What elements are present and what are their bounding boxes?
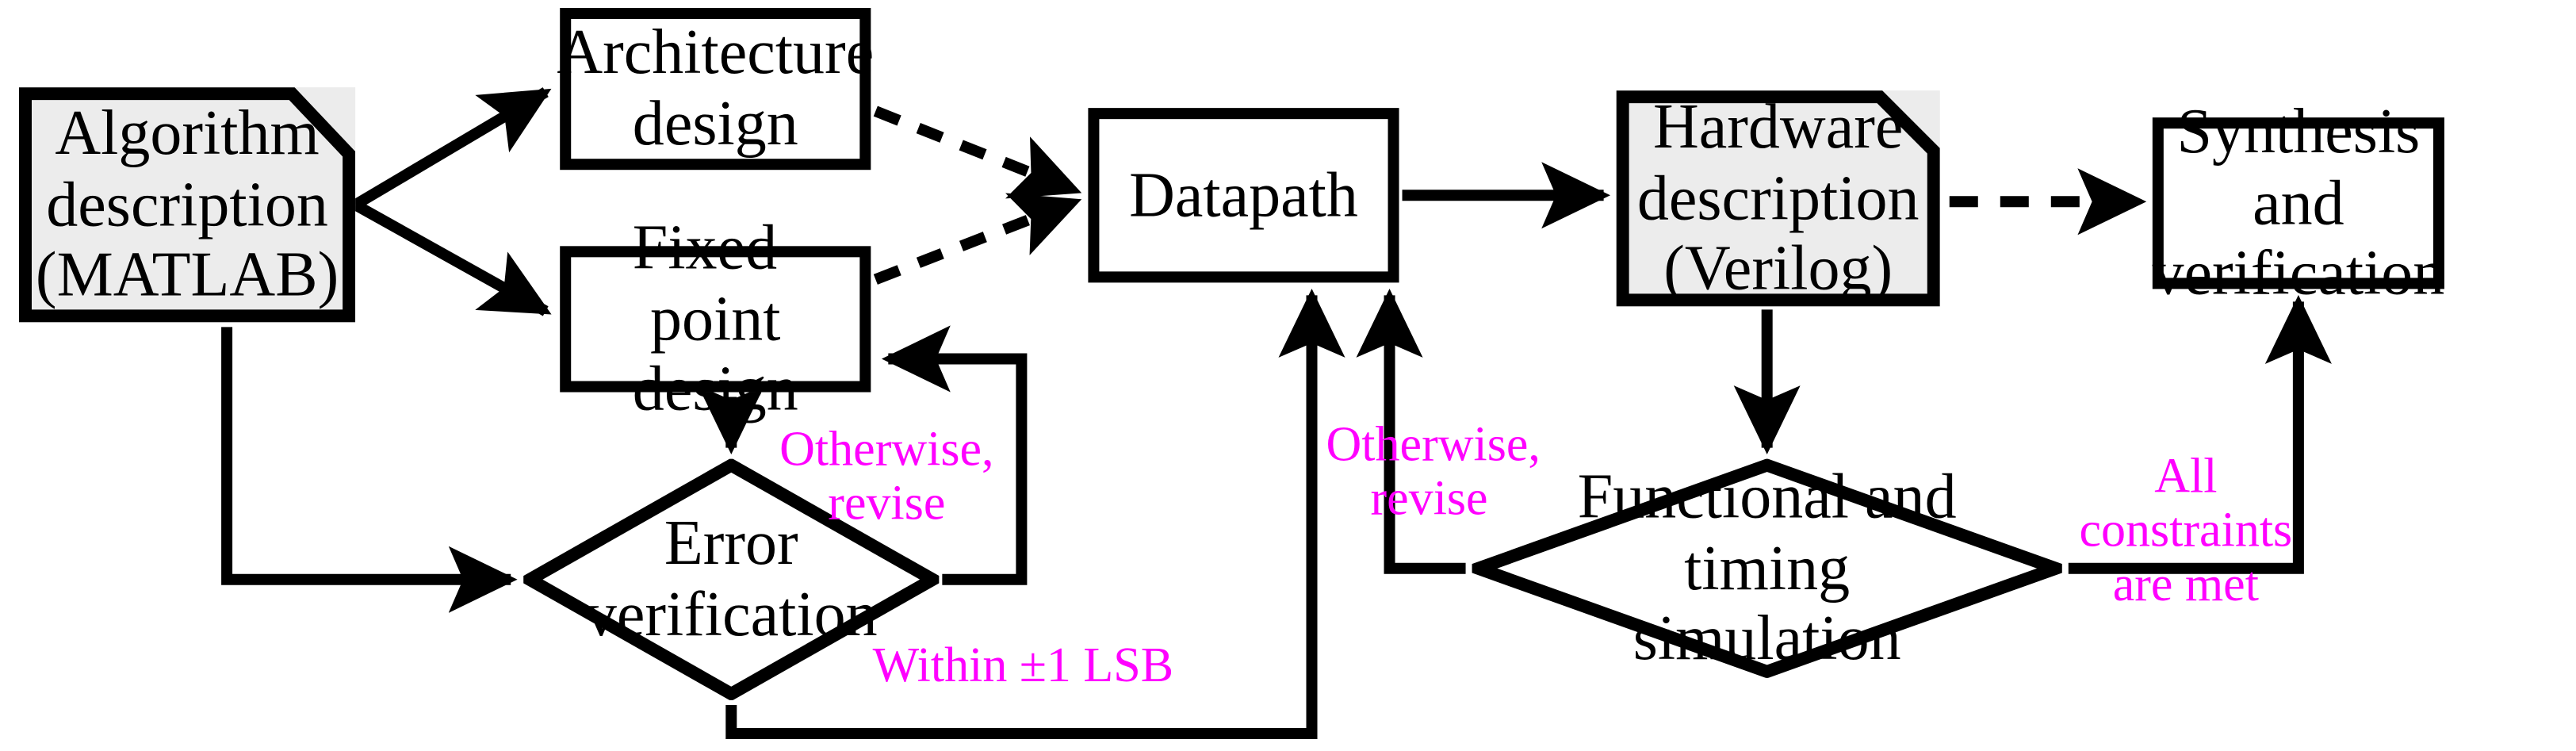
edge-algorithm-to-errorverif bbox=[221, 327, 518, 613]
node-synthesis-verification-label: Synthesis and verification bbox=[2152, 94, 2445, 309]
edge-label-otherwise-revise-1: Otherwise, revise bbox=[779, 420, 994, 531]
node-architecture-design-label: Architecture design bbox=[557, 16, 875, 159]
node-fixed-point-design[interactable]: Fixed-point design bbox=[560, 211, 871, 424]
edge-label-all-constraints-are-met: All constraints are met bbox=[2079, 447, 2293, 612]
edge-label-otherwise-revise-2: Otherwise, revise bbox=[1326, 416, 1541, 526]
node-error-verification-label: Error verification bbox=[584, 507, 878, 649]
document-shape bbox=[1616, 90, 1940, 307]
edge-errorverif-to-datapath bbox=[725, 288, 1345, 739]
edge-algorithm-to-architecture bbox=[352, 87, 552, 210]
edge-funcsim-to-datapath bbox=[1356, 288, 1466, 574]
node-synthesis-verification[interactable]: Synthesis and verification bbox=[2152, 95, 2444, 308]
edge-architecture-to-datapath bbox=[873, 105, 1082, 199]
diamond-shape bbox=[1472, 458, 2062, 678]
edge-label-within-1-lsb: Within ±1 LSB bbox=[872, 636, 1174, 692]
edge-funcsim-to-synthesis bbox=[2068, 294, 2332, 574]
node-fixed-point-design-label: Fixed-point design bbox=[632, 210, 798, 425]
node-functional-timing-simulation-label: Functional and timing simulation bbox=[1577, 460, 1957, 674]
node-datapath-label: Datapath bbox=[1129, 158, 1358, 230]
node-datapath[interactable]: Datapath bbox=[1088, 108, 1399, 283]
node-functional-timing-simulation[interactable]: Functional and timing simulation bbox=[1472, 458, 2062, 678]
edge-fixedpoint-to-datapath bbox=[873, 193, 1082, 285]
node-algorithm-description-label: Algorithm description (MATLAB) bbox=[35, 96, 339, 311]
edge-algorithm-to-fixedpoint bbox=[352, 200, 552, 316]
diamond-shape bbox=[523, 458, 940, 700]
node-error-verification[interactable]: Error verification bbox=[523, 458, 940, 700]
document-shape bbox=[19, 87, 356, 323]
node-architecture-design[interactable]: Architecture design bbox=[557, 8, 875, 171]
node-hardware-description-label: Hardware description (Verilog) bbox=[1636, 90, 1920, 305]
edge-errorverif-to-fixedpoint bbox=[881, 325, 1028, 585]
node-hardware-description[interactable]: Hardware description (Verilog) bbox=[1616, 90, 1940, 307]
node-algorithm-description[interactable]: Algorithm description (MATLAB) bbox=[19, 87, 356, 323]
